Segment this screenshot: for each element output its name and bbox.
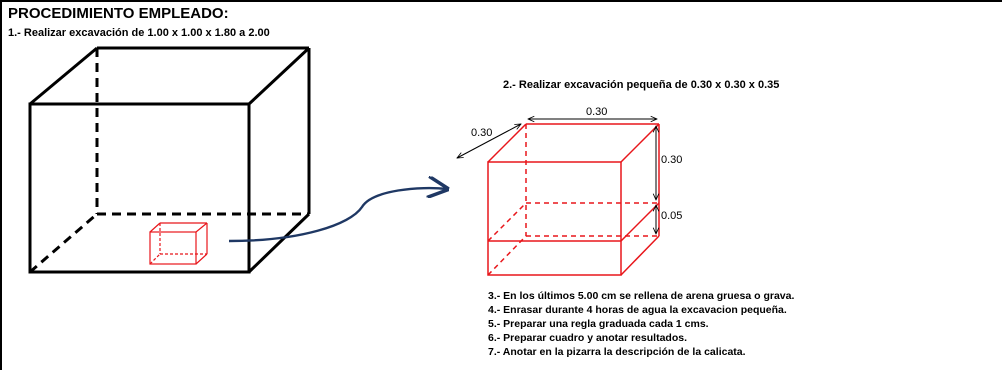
height-dimension-label: 0.30 — [661, 154, 682, 166]
depth-dimension-line — [457, 124, 521, 158]
step-7-text: 7.- Anotar en la pizarra la descripción … — [488, 346, 746, 358]
small-excavation-box — [487, 123, 660, 276]
small-excavation-box-thumbnail — [149, 222, 208, 265]
step-1-text: 1.- Realizar excavación de 1.00 x 1.00 x… — [8, 27, 270, 39]
step-5-text: 5.- Preparar una regla graduada cada 1 c… — [488, 318, 709, 330]
width-dimension-label: 0.30 — [586, 106, 607, 118]
dimension-lines — [457, 119, 657, 234]
step-3-text: 3.- En los últimos 5.00 cm se rellena de… — [488, 290, 795, 302]
step-2-text: 2.- Realizar excavación pequeña de 0.30 … — [503, 79, 780, 91]
connector-arrow — [228, 188, 447, 243]
procedure-steps-list: 3.- En los últimos 5.00 cm se rellena de… — [488, 289, 794, 359]
step-6-text: 6.- Preparar cuadro y anotar resultados. — [488, 332, 687, 344]
page-title: PROCEDIMIENTO EMPLEADO: — [8, 5, 229, 22]
depth-dimension-label: 0.30 — [471, 127, 492, 139]
bottom-dimension-label: 0.05 — [661, 210, 682, 222]
large-excavation-box — [28, 46, 311, 274]
step-4-text: 4.- Enrasar durante 4 horas de agua la e… — [488, 304, 787, 316]
